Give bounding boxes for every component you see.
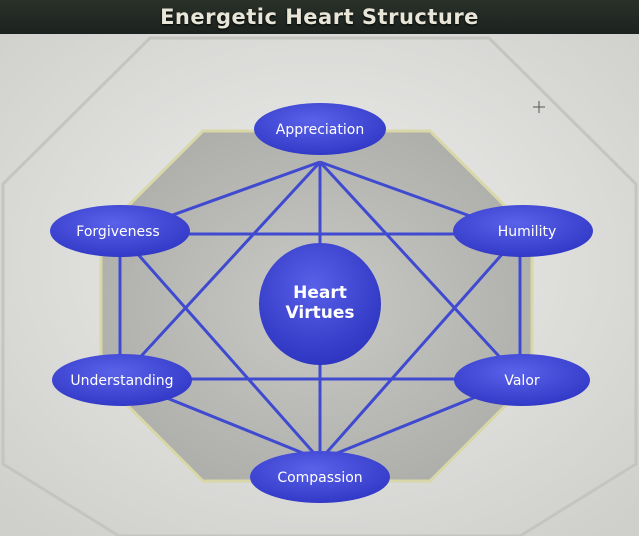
line-compassion-forgiveness xyxy=(118,233,322,461)
node-appreciation-label: Appreciation xyxy=(276,122,364,138)
diagram-svg: Heart Virtues Appreciation Forgiveness H… xyxy=(0,34,639,536)
node-understanding: Understanding xyxy=(52,354,192,406)
center-circle xyxy=(259,243,381,365)
node-forgiveness-label: Forgiveness xyxy=(76,224,159,240)
node-forgiveness: Forgiveness xyxy=(50,205,190,257)
node-compassion-shape xyxy=(250,451,390,503)
center-node: Heart Virtues xyxy=(259,243,381,365)
node-valor: Valor xyxy=(454,354,590,406)
node-compassion-label: Compassion xyxy=(277,470,362,486)
node-compassion: Compassion xyxy=(250,451,390,503)
diagram-canvas: Heart Virtues Appreciation Forgiveness H… xyxy=(0,34,639,536)
node-humility: Humility xyxy=(453,205,593,257)
outer-octagon xyxy=(1,36,638,536)
cursor-crosshair-icon xyxy=(533,101,545,113)
node-understanding-label: Understanding xyxy=(70,373,173,389)
line-humility-compassion xyxy=(318,233,522,461)
line-understanding-appreciation xyxy=(118,160,322,381)
title-bar: Energetic Heart Structure xyxy=(0,0,639,34)
node-forgiveness-shape xyxy=(50,205,190,257)
node-understanding-shape xyxy=(52,354,192,406)
node-valor-label: Valor xyxy=(504,373,540,389)
diagram-title: Energetic Heart Structure xyxy=(160,5,479,29)
node-humility-shape xyxy=(453,205,593,257)
center-label-line1: Heart xyxy=(293,283,347,303)
node-humility-label: Humility xyxy=(498,224,556,240)
line-appreciation-valor xyxy=(318,160,522,381)
node-valor-shape xyxy=(454,354,590,406)
center-label-line2: Virtues xyxy=(286,303,355,323)
node-appreciation-shape xyxy=(254,103,386,155)
node-appreciation: Appreciation xyxy=(254,103,386,155)
